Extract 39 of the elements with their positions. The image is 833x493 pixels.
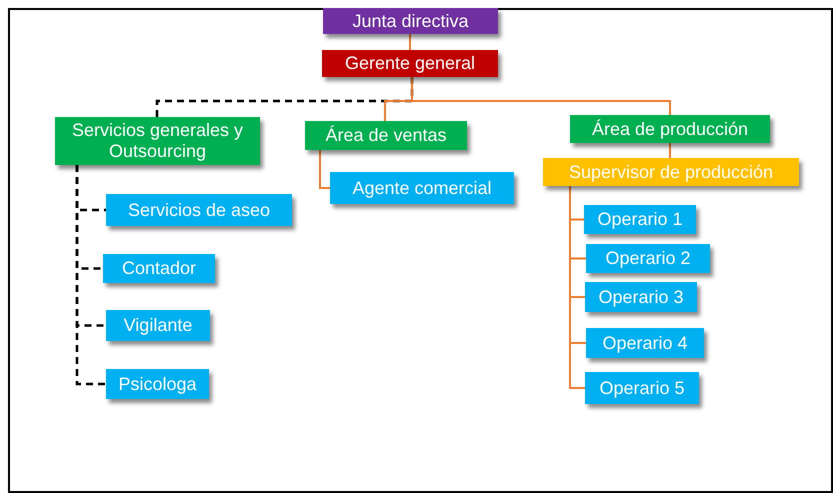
role-label: Operario 5: [599, 378, 685, 398]
connector-line: [669, 143, 671, 158]
org-box: [323, 8, 498, 34]
org-box: [584, 205, 696, 234]
role-label: Psicologa: [118, 374, 197, 394]
org-box: [586, 244, 710, 273]
role-label: Servicios de aseo: [128, 200, 270, 220]
role-label: Agente comercial: [352, 178, 492, 198]
org-box: [570, 115, 770, 143]
connector-line: [319, 150, 330, 189]
org-box: [322, 50, 498, 77]
org-box: [585, 372, 699, 404]
role-label: Operario 4: [602, 332, 688, 354]
org-box: [106, 310, 210, 341]
org-box: [305, 121, 467, 150]
org-box: [585, 282, 697, 312]
connector-line: [569, 186, 585, 389]
role-label: Supervisor de producción: [568, 162, 774, 182]
org-box: [330, 172, 514, 204]
role-label: Vigilante: [124, 315, 192, 336]
org-box: [106, 194, 292, 226]
dashed-connector: [156, 77, 414, 117]
org-box: [586, 328, 704, 358]
org-box: [106, 369, 209, 399]
org-box: [543, 158, 799, 186]
connector-line: [409, 34, 411, 50]
dashed-connector: [76, 165, 106, 386]
org-box: [103, 254, 215, 283]
role-label: Operario 2: [605, 248, 691, 269]
role-label: Operario 1: [597, 209, 683, 230]
role-label: Área de ventas: [325, 125, 447, 146]
role-label: Servicios generales y Outsourcing: [70, 120, 244, 162]
connector-line: [411, 77, 671, 115]
role-label: Junta directiva: [352, 10, 469, 32]
role-label: Área de producción: [592, 118, 748, 140]
role-label: Contador: [122, 258, 196, 279]
role-label: Gerente general: [344, 53, 476, 74]
org-box: [55, 117, 260, 165]
role-label: Operario 3: [598, 286, 684, 308]
